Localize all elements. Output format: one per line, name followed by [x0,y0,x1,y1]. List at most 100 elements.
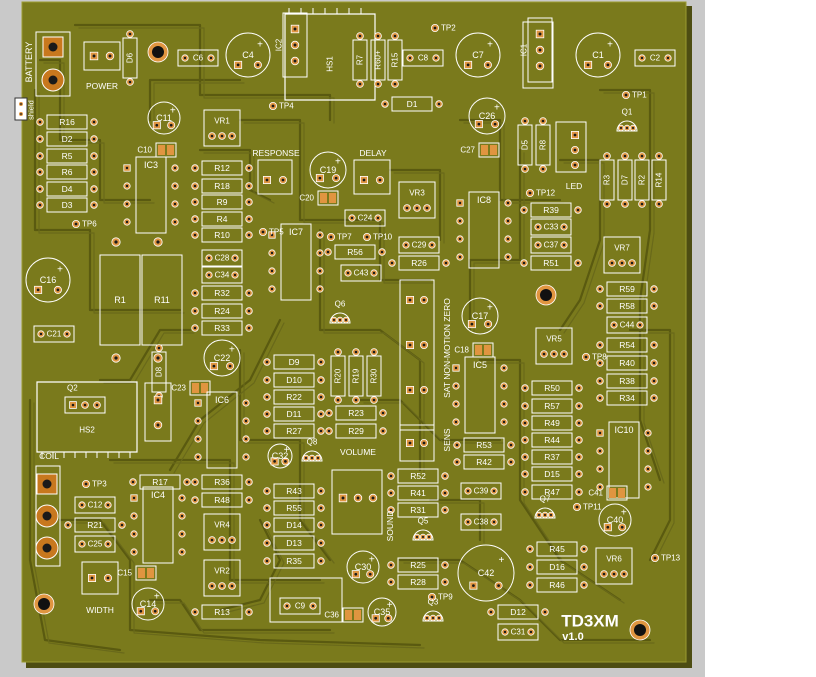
pad [521,419,529,427]
pad [263,539,271,547]
component-outline [530,255,572,271]
component-outline [397,468,439,484]
component-outline [634,159,650,201]
pad [207,54,215,62]
component-outline [203,109,241,147]
ref-designator: Q1 [622,108,633,117]
c9-outline [269,577,343,623]
ref-designator: R37 [544,452,560,462]
component-r18: R18 [191,178,253,194]
ref-designator: TP10 [373,233,393,242]
pad [118,521,126,529]
pad [618,523,627,532]
pad [191,307,199,315]
component-outline [497,623,539,641]
component-outline [201,249,243,267]
pad [111,237,121,247]
component-outline [348,355,364,397]
ref-designator: D4 [62,184,73,194]
led-label: LED [566,181,583,191]
component-r26: R26 [388,255,450,271]
delay-connector-outline [353,159,391,195]
component-r20: R20 [330,348,346,404]
ref-designator: D12 [510,607,526,617]
pad [504,253,512,261]
component-tp8: TP8 [582,353,607,362]
component-outline [273,500,315,516]
copper-trace [58,518,422,647]
component-r49: R49 [521,415,583,431]
component-r22: R22 [263,389,325,405]
pad [484,320,493,329]
copper-trace [633,332,675,564]
ref-designator: C41 [588,489,603,498]
pad [18,111,24,117]
pad [419,533,427,541]
pad [314,454,322,462]
component-outline [397,485,439,501]
pad [541,511,549,519]
component-outline [366,355,382,397]
component-outline [201,285,243,301]
component-r29: R29 [325,423,387,439]
pad [547,511,555,519]
ref-designator: R57 [544,401,560,411]
pad [317,376,325,384]
pad [507,458,515,466]
pad [317,358,325,366]
component-c22: +C22 [203,339,241,377]
component-c14: +C14 [131,587,165,621]
pad [324,248,332,256]
copper-trace [598,88,662,482]
component-outline [530,202,572,218]
pad [419,385,428,394]
ref-designator: IC10 [614,425,633,435]
pad [181,54,189,62]
pad [452,382,460,390]
component-outline [273,423,315,439]
ref-designator: TP8 [592,353,607,362]
pad [501,628,509,636]
pad [123,218,131,226]
pad [526,581,534,589]
pad [90,152,98,160]
copper-trace [98,328,192,382]
component-c2: C2 [634,49,676,67]
component-outline [273,354,315,370]
trace-layer [28,23,675,654]
ref-designator: R29 [348,426,364,436]
ref-designator: R6 [62,167,73,177]
pad [245,215,253,223]
component-tp9: TP9 [427,593,453,602]
pad [63,330,71,338]
pad [469,581,478,590]
ref-designator: R12 [214,163,230,173]
pad [218,132,226,140]
pad [620,570,628,578]
copper-trace [103,332,195,384]
pad [53,285,62,294]
component-outline [273,372,315,388]
width-connector-outline [81,561,119,595]
component-d5: D5 [517,117,533,173]
component-c26: +C26 [468,97,506,135]
pad [435,100,443,108]
pad [126,78,134,86]
ref-designator: C11 [156,113,172,123]
component-r3: R3 [599,152,615,208]
battery-label: BATTERY [24,42,34,83]
ref-designator: TP12 [536,189,556,198]
ref-designator: R53 [476,440,492,450]
ref-designator: D11 [287,409,302,419]
coil-pad-1 [36,473,58,495]
pad [152,121,161,130]
ref-designator: R17 [152,477,168,487]
response-connector-outline [257,159,293,195]
ic1-outline [522,21,554,89]
copper-trace [428,498,482,542]
component-outline [279,597,321,615]
component-outline [531,380,573,396]
ref-designator: C24 [358,214,373,223]
ref-designator: C34 [215,271,230,280]
component-r59: R59 [596,281,658,297]
